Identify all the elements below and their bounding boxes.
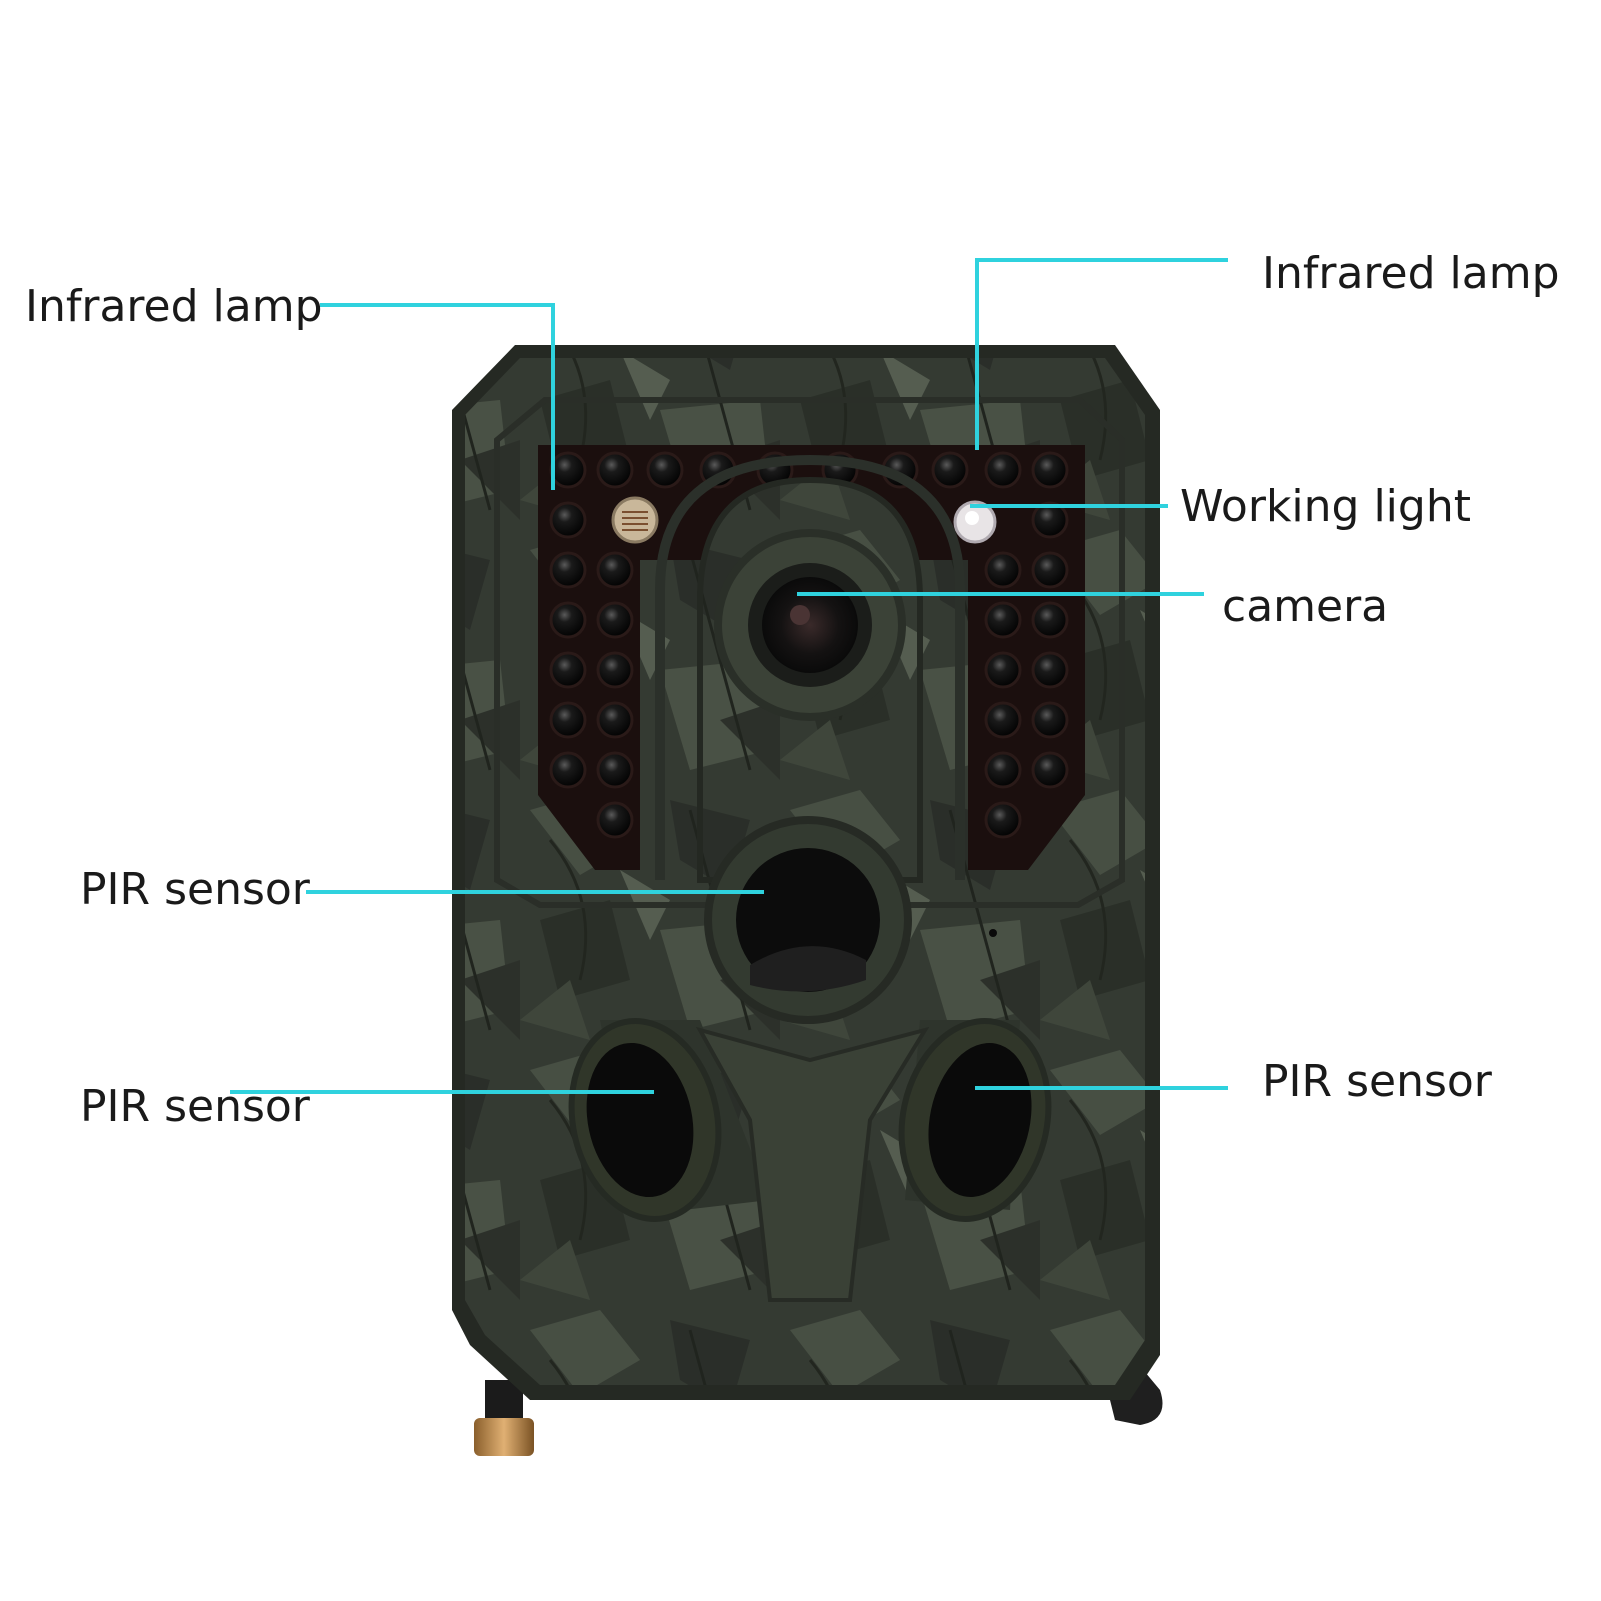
camera-lens-icon [714, 529, 906, 721]
infrared-led-array [549, 451, 1069, 839]
mounting-screw-icon [474, 1380, 534, 1456]
infrared-led-icon [596, 601, 634, 639]
label-working-light: Working light [1180, 481, 1471, 532]
leader-ir-right [975, 258, 1228, 450]
front-ridge [695, 1026, 930, 1302]
infrared-led-icon [596, 551, 634, 589]
infrared-led-icon [549, 651, 587, 689]
microphone-hole-icon [989, 929, 997, 937]
infrared-led-icon [1031, 651, 1069, 689]
infrared-led-icon [596, 801, 634, 839]
infrared-led-icon [596, 701, 634, 739]
infrared-led-icon [1031, 701, 1069, 739]
infrared-led-icon [1031, 601, 1069, 639]
light-sensor-icon [611, 496, 659, 544]
infrared-led-icon [596, 651, 634, 689]
infrared-led-icon [984, 801, 1022, 839]
label-pir-sensor-top: PIR sensor [80, 864, 310, 915]
label-pir-sensor-left: PIR sensor [80, 1081, 310, 1132]
infrared-led-icon [596, 751, 634, 789]
infrared-led-icon [984, 601, 1022, 639]
working-light-icon [953, 500, 997, 544]
infrared-led-icon [549, 751, 587, 789]
infrared-led-icon [984, 451, 1022, 489]
infrared-led-icon [596, 451, 634, 489]
infrared-led-icon [984, 701, 1022, 739]
infrared-led-icon [549, 601, 587, 639]
pir-sensor-right-icon [898, 1018, 1052, 1222]
infrared-led-icon [984, 551, 1022, 589]
infrared-led-icon [549, 701, 587, 739]
infrared-led-panel [538, 445, 1085, 870]
infrared-led-icon [984, 651, 1022, 689]
infrared-led-icon [646, 451, 684, 489]
label-infrared-lamp-left: Infrared lamp [25, 281, 323, 332]
infrared-led-icon [549, 551, 587, 589]
infrared-led-icon [984, 751, 1022, 789]
infrared-led-icon [549, 501, 587, 539]
infrared-led-icon [1031, 501, 1069, 539]
infrared-led-icon [1031, 751, 1069, 789]
label-infrared-lamp-right: Infrared lamp [1262, 248, 1560, 299]
pir-sensor-left-icon [568, 1018, 770, 1222]
infrared-led-icon [1031, 551, 1069, 589]
label-camera: camera [1222, 581, 1389, 632]
leader-lines [230, 258, 1228, 1094]
infrared-led-icon [549, 451, 587, 489]
infrared-led-icon [931, 451, 969, 489]
leader-ir-left [320, 303, 555, 490]
pir-sensor-lens-icon [704, 816, 912, 1024]
label-pir-sensor-right: PIR sensor [1262, 1056, 1492, 1107]
infrared-led-icon [1031, 451, 1069, 489]
